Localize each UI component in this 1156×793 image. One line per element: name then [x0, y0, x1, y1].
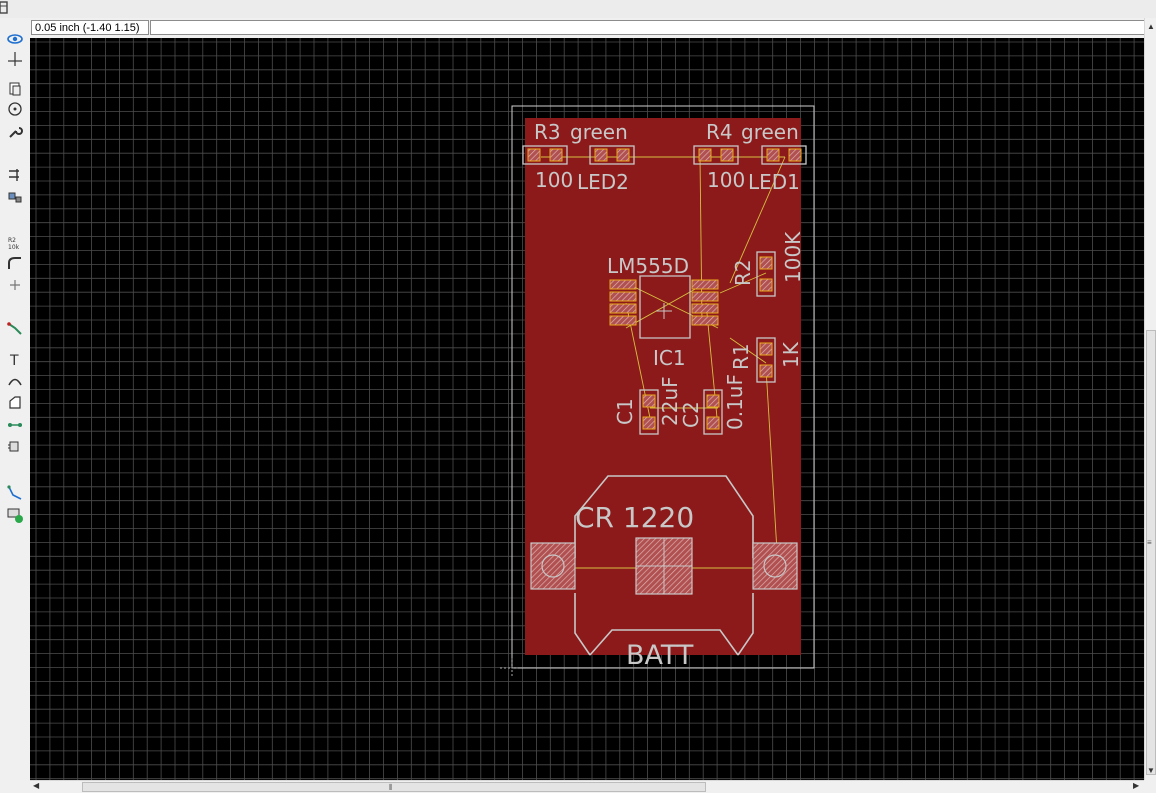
r4-outline [693, 145, 739, 165]
route-icon[interactable] [5, 319, 25, 339]
menu-bar [0, 0, 1156, 19]
drc-icon[interactable] [5, 505, 25, 525]
wrench-icon[interactable] [5, 122, 25, 142]
svg-text:10k: 10k [8, 244, 20, 251]
eye-icon[interactable] [5, 29, 25, 49]
label-c1: C1 [613, 398, 637, 425]
c2-outline [703, 389, 723, 435]
ic1-pad-right [691, 303, 719, 314]
r2-pad-1 [759, 256, 773, 270]
label-c2-value: 0.1uF [723, 374, 747, 430]
via-icon[interactable] [5, 415, 25, 435]
vertical-scrollbar[interactable]: ▲ ≡ ▼ [1144, 18, 1156, 780]
scroll-right-icon[interactable]: ▶ [1133, 781, 1140, 790]
r3-pad-2 [549, 148, 563, 162]
r2-pad-2 [759, 278, 773, 292]
horizontal-scroll-thumb[interactable]: ⦀ [82, 782, 706, 792]
batt-pad-left-circle [541, 554, 565, 578]
scroll-up-icon[interactable]: ▲ [1147, 22, 1155, 31]
scroll-down-icon[interactable]: ▼ [1147, 766, 1155, 775]
move-small-icon[interactable] [5, 275, 25, 295]
led1-pad-2 [788, 148, 802, 162]
r3-outline [522, 145, 568, 165]
c1-pad-1 [642, 394, 656, 408]
label-r2: R2 [731, 259, 755, 286]
circle-target-icon[interactable] [5, 99, 25, 119]
vertical-scroll-thumb[interactable] [1146, 330, 1156, 775]
label-c2: C2 [679, 401, 703, 428]
command-line-input[interactable] [150, 20, 1156, 35]
r1-outline [756, 337, 776, 383]
c2-pad-2 [706, 416, 720, 430]
led2-pad-1 [594, 148, 608, 162]
c1-outline [639, 389, 659, 435]
label-led1: LED1 [748, 170, 800, 194]
label-ic1-value: LM555D [607, 254, 689, 278]
label-r1-value: 1K [779, 341, 803, 368]
grid-coordinate-display: 0.05 inch (-1.40 1.15) [31, 20, 149, 35]
batt-pad-right-circle [763, 554, 787, 578]
svg-text:R2: R2 [8, 237, 16, 244]
miter-icon[interactable] [5, 253, 25, 273]
r2-outline [756, 251, 776, 297]
label-r1: R1 [729, 343, 753, 370]
led2-outline [589, 145, 635, 165]
board-outline [511, 105, 815, 669]
label-r3-value: green [570, 120, 628, 144]
ic1-pad-left [609, 291, 637, 302]
label-c1-value: 22uF [658, 376, 682, 426]
label-r4: R4 [706, 120, 733, 144]
batt-outline [574, 475, 754, 656]
batt-pad-right [752, 542, 798, 590]
r1-pad-1 [759, 342, 773, 356]
label-batt-value: CR 1220 [575, 501, 694, 534]
r4-pad-2 [720, 148, 734, 162]
ic1-pad-right [691, 279, 719, 290]
c2-pad-1 [706, 394, 720, 408]
label-ic1-name: IC1 [653, 346, 686, 370]
ic1-pad-left [609, 279, 637, 290]
r1-pad-2 [759, 364, 773, 378]
scroll-left-icon[interactable]: ◀ [33, 781, 40, 790]
label-r4-ohm: 100 [707, 168, 745, 192]
label-led2: LED2 [577, 170, 629, 194]
batt-pad-left [530, 542, 576, 590]
led2-pad-2 [616, 148, 630, 162]
label-r3: R3 [534, 120, 561, 144]
led1-outline [761, 145, 807, 165]
ic1-pad-left [609, 303, 637, 314]
copy-icon[interactable] [5, 79, 25, 99]
ic1-pad-left [609, 315, 637, 326]
scrollbar-corner [1144, 780, 1156, 792]
r3-pad-1 [527, 148, 541, 162]
ic1-pad-right [691, 315, 719, 326]
split-icon[interactable] [5, 165, 25, 185]
smash-icon[interactable] [5, 437, 25, 457]
ic1-pad-right [691, 291, 719, 302]
led1-pad-1 [766, 148, 780, 162]
arc-icon[interactable] [5, 371, 25, 391]
ratsnest-icon[interactable] [5, 483, 25, 503]
group-icon[interactable] [5, 187, 25, 207]
svg-text:T: T [9, 353, 19, 369]
r4-pad-1 [698, 148, 712, 162]
mark-icon[interactable] [5, 49, 25, 69]
polygon-icon[interactable] [5, 393, 25, 413]
label-batt-name: BATT [626, 640, 694, 671]
horizontal-grip-icon: ⦀ [389, 783, 393, 792]
label-r4-value: green [741, 120, 799, 144]
vertical-grip-icon: ≡ [1147, 538, 1152, 547]
horizontal-scrollbar[interactable]: ◀ ⦀ ▶ [30, 780, 1144, 792]
c1-pad-2 [642, 416, 656, 430]
ic1-outline [639, 275, 691, 339]
text-icon[interactable]: T [5, 349, 25, 369]
label-r3-ohm: 100 [535, 168, 573, 192]
label-r2-value: 100K [781, 231, 805, 283]
window-icon [0, 1, 8, 14]
